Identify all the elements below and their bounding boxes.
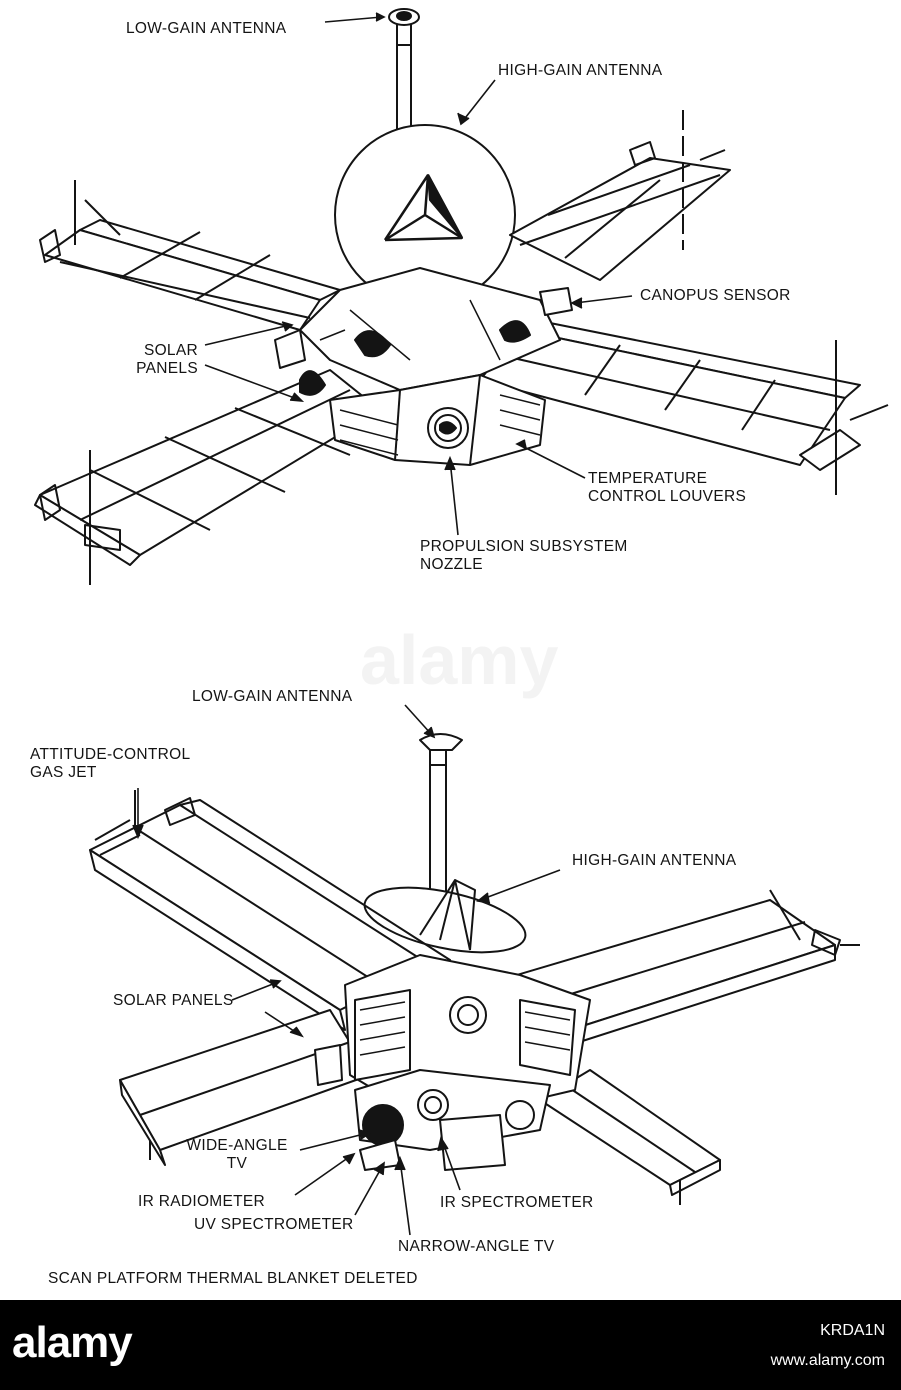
watermark: alamy — [360, 621, 559, 699]
top-spacecraft-bus — [274, 267, 573, 466]
label-bottom-high-gain-antenna: HIGH-GAIN ANTENNA — [572, 852, 737, 869]
label-bottom-ir-spectrometer: IR SPECTROMETER — [440, 1194, 594, 1211]
bottom-high-gain-antenna-dish — [363, 879, 527, 954]
label-bottom-ir-radiometer: IR RADIOMETER — [138, 1193, 266, 1210]
stock-footer-bar: alamy KRDA1N www.alamy.com — [0, 1300, 901, 1390]
spacecraft-diagram: alamy — [30, 8, 889, 1287]
label-top-nozzle-line1: PROPULSION SUBSYSTEM — [420, 538, 628, 555]
label-bottom-wide-angle-tv-line1: WIDE-ANGLE — [186, 1137, 288, 1154]
label-top-solar-panels-line2: PANELS — [136, 360, 198, 377]
top-solar-panel-left-front — [34, 369, 381, 585]
top-leader-lines — [204, 12, 633, 536]
bottom-low-gain-antenna-mast — [419, 733, 463, 900]
bottom-solar-panel-left-lower — [119, 1009, 371, 1166]
bottom-solar-panel-left-upper — [89, 790, 451, 1031]
stock-url: www.alamy.com — [770, 1352, 885, 1369]
label-top-canopus-sensor: CANOPUS SENSOR — [640, 287, 791, 304]
image-id: KRDA1N — [820, 1322, 885, 1339]
label-bottom-gas-jet-line1: ATTITUDE-CONTROL — [30, 746, 191, 763]
label-top-solar-panels: SOLAR PANELS — [118, 342, 198, 378]
label-top-solar-panels-line1: SOLAR — [143, 342, 198, 359]
caption-scan-platform: SCAN PLATFORM THERMAL BLANKET DELETED — [48, 1270, 418, 1287]
bottom-spacecraft-drawing — [89, 704, 860, 1236]
label-top-propulsion-subsystem-nozzle: PROPULSION SUBSYSTEM NOZZLE — [420, 538, 628, 574]
label-bottom-solar-panels: SOLAR PANELS — [113, 992, 234, 1009]
label-top-nozzle-line2: NOZZLE — [420, 556, 483, 573]
label-bottom-attitude-control-gas-jet: ATTITUDE-CONTROL GAS JET — [30, 746, 190, 782]
top-solar-panel-left-back — [39, 180, 341, 331]
label-top-high-gain-antenna: HIGH-GAIN ANTENNA — [498, 62, 663, 79]
label-bottom-low-gain-antenna: LOW-GAIN ANTENNA — [192, 688, 353, 705]
bottom-leader-lines — [132, 704, 561, 1236]
label-bottom-uv-spectrometer: UV SPECTROMETER — [194, 1216, 354, 1233]
label-top-low-gain-antenna: LOW-GAIN ANTENNA — [126, 20, 287, 37]
bottom-spacecraft-bus — [314, 954, 591, 1171]
top-solar-panel-right-front — [479, 319, 889, 495]
label-top-temperature-control-louvers: TEMPERATURE CONTROL LOUVERS — [588, 470, 746, 506]
label-bottom-wide-angle-tv-line2: TV — [226, 1155, 248, 1172]
top-spacecraft-drawing — [34, 8, 889, 585]
label-bottom-wide-angle-tv: WIDE-ANGLE TV — [172, 1137, 302, 1173]
label-top-louvers-line2: CONTROL LOUVERS — [588, 488, 747, 505]
label-bottom-gas-jet-line2: GAS JET — [30, 764, 97, 781]
top-solar-panel-right-back — [509, 110, 731, 281]
alamy-logo: alamy — [12, 1318, 133, 1367]
label-top-louvers-line1: TEMPERATURE — [588, 470, 708, 487]
label-bottom-narrow-angle-tv: NARROW-ANGLE TV — [398, 1238, 555, 1255]
bottom-solar-panel-right-lower — [539, 1069, 721, 1205]
